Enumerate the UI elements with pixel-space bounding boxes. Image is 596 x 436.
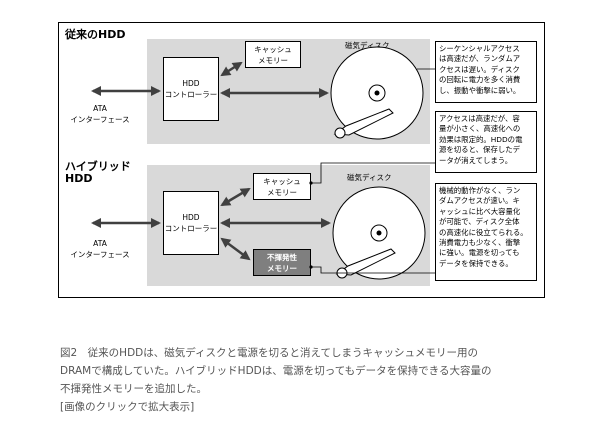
cache-label-line1: キャッシュ xyxy=(254,44,292,54)
hybrid-cache-arrow xyxy=(220,187,251,207)
controller-label-line1: HDD xyxy=(182,79,200,88)
note-line: ータが消えてしまう。 xyxy=(439,155,513,165)
section-title-hybrid-hdd: ハイブリッド HDD xyxy=(65,161,131,185)
note-line: シーケンシャルアクセス xyxy=(439,44,520,53)
nonvolatile-arrow xyxy=(220,237,251,261)
note-line: 効果は限定的。HDDの電 xyxy=(439,134,523,144)
diagram-figure[interactable]: 従来のHDD HDD コントローラー キャッシュ メモリー 磁気ディスク ATA… xyxy=(58,22,545,298)
section-title-conventional-hdd: 従来のHDD xyxy=(65,28,126,41)
note-line: 消費電力も少なく、衝撃 xyxy=(439,238,521,248)
leader-line xyxy=(311,162,435,184)
note-cache-memory: アクセスは高速だが、容 量が小さく、高速化への 効果は限定的。HDDの電 源を切… xyxy=(435,111,537,173)
magnetic-disk-icon xyxy=(330,46,424,140)
hybrid-cache-label-line1: キャッシュ xyxy=(263,176,301,186)
hybrid-title-line1: ハイブリッド xyxy=(65,160,131,173)
cache-label-line2: メモリー xyxy=(258,55,288,65)
hybrid-controller-label-line1: HDD xyxy=(182,213,200,222)
note-line: が可能で、ディスク全体 xyxy=(439,217,520,227)
hybrid-ata-label-line2: インターフェース xyxy=(70,250,130,259)
nonvolatile-label-line1: 不揮発性 xyxy=(267,252,297,262)
note-line: 源を切ると、保存したデ xyxy=(439,145,521,155)
ata-label-line1: ATA xyxy=(93,104,107,113)
leader-line xyxy=(311,266,435,274)
hybrid-cache-label-line2: メモリー xyxy=(267,187,297,197)
diagram-graphics xyxy=(91,46,435,280)
caption-line: DRAMで構成していた。ハイブリッドHDDは、電源を切ってもデータを保持できる大… xyxy=(60,365,492,377)
nonvolatile-memory-box: 不揮発性 メモリー xyxy=(253,249,311,276)
ata-label-line2: インターフェース xyxy=(70,115,130,124)
note-line: に強い。電源を切っても xyxy=(439,248,520,258)
note-nonvolatile-memory: 機械的動作がなく、ラン ダムアクセスが速い。キ ャッシュに比べ大容量化 が可能で… xyxy=(435,183,537,281)
hybrid-title-line2: HDD xyxy=(65,172,93,185)
hybrid-controller-label-line2: コントローラー xyxy=(164,224,218,233)
ata-interface-label: ATA インターフェース xyxy=(63,103,137,125)
hybrid-ata-label-line1: ATA xyxy=(93,239,107,248)
caption-line: 図2 従来のHDDは、磁気ディスクと電源を切ると消えてしまうキャッシュメモリー用… xyxy=(60,347,478,359)
note-line: 量が小さく、高速化への xyxy=(439,124,521,134)
note-line: の高速化に役立てられる。 xyxy=(439,227,528,237)
cache-arrow xyxy=(220,61,243,77)
note-line: の回転に電力を多く消費 xyxy=(439,75,521,85)
note-line: クセスは遅い。ディスク xyxy=(439,64,520,74)
magnetic-disk-label: 磁気ディスク xyxy=(345,41,390,50)
note-line: データを保持できる。 xyxy=(439,258,513,268)
hdd-controller-box: HDD コントローラー xyxy=(163,57,219,121)
hybrid-cache-memory-box: キャッシュ メモリー xyxy=(253,173,311,200)
note-line: は高速だが、ランダムア xyxy=(439,54,521,64)
note-line: ャッシュに比べ大容量化 xyxy=(439,206,521,216)
caption-line: 不揮発性メモリーを追加した。 xyxy=(60,383,207,395)
nonvolatile-label-line2: メモリー xyxy=(267,263,297,273)
hybrid-magnetic-disk-icon xyxy=(332,186,426,280)
hybrid-ata-interface-label: ATA インターフェース xyxy=(63,238,137,260)
hybrid-magnetic-disk-label: 磁気ディスク xyxy=(347,173,392,182)
enlarge-image-link[interactable]: [画像のクリックで拡大表示] xyxy=(60,401,195,413)
cache-memory-box: キャッシュ メモリー xyxy=(245,41,301,68)
hybrid-hdd-controller-box: HDD コントローラー xyxy=(163,191,219,255)
note-line: 機械的動作がなく、ラン xyxy=(439,186,521,195)
note-line: ダムアクセスが速い。キ xyxy=(439,196,520,206)
note-magnetic-disk: シーケンシャルアクセス は高速だが、ランダムア クセスは遅い。ディスク の回転に… xyxy=(435,41,537,103)
note-line: し、振動や衝撃に弱い。 xyxy=(439,85,521,95)
note-line: アクセスは高速だが、容 xyxy=(439,114,520,123)
controller-label-line2: コントローラー xyxy=(164,90,218,99)
figure-caption: 図2 従来のHDDは、磁気ディスクと電源を切ると消えてしまうキャッシュメモリー用… xyxy=(60,344,560,416)
